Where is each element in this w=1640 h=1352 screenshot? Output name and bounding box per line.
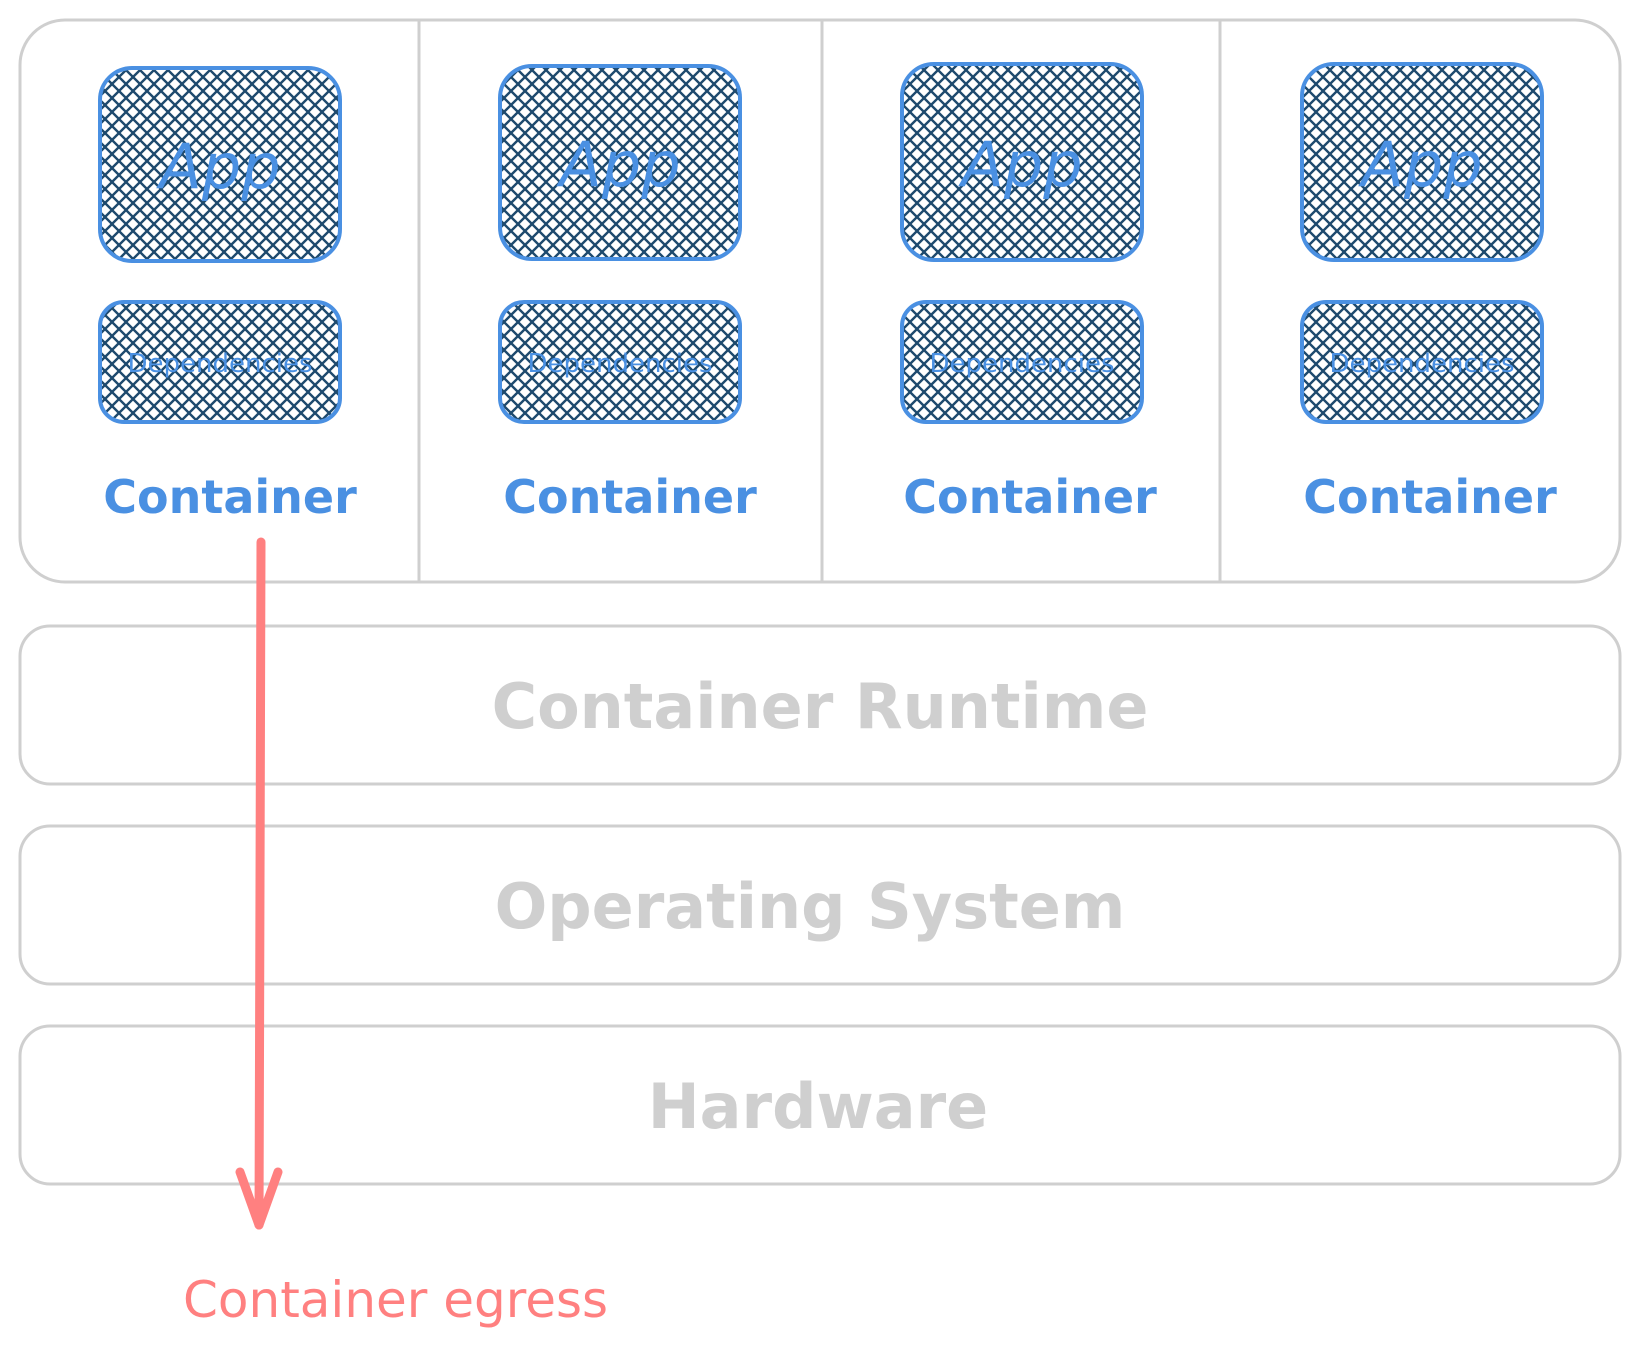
layer-label: Container Runtime	[492, 670, 1149, 743]
app-label: App	[155, 130, 280, 203]
arrow-head-icon	[235, 1167, 283, 1230]
app-label: App	[1357, 128, 1482, 201]
dependencies-box	[498, 300, 742, 424]
container: App Dependencies Container	[1300, 62, 1557, 524]
app-box	[1300, 62, 1544, 262]
layer-container-runtime: Container Runtime	[18, 624, 1622, 786]
layer-box	[18, 1024, 1622, 1186]
dependencies-label: Dependencies	[1329, 349, 1514, 379]
container: App Dependencies Container	[98, 66, 357, 524]
app-label: App	[957, 128, 1082, 201]
container-label: Container	[103, 470, 357, 524]
container-label: Container	[903, 470, 1157, 524]
layer-box	[18, 824, 1622, 986]
layer-operating-system: Operating System	[18, 824, 1622, 986]
dependencies-box	[1300, 300, 1544, 424]
layer-box	[18, 624, 1622, 786]
app-box	[98, 66, 342, 263]
dependencies-label: Dependencies	[929, 349, 1114, 379]
layer-hardware: Hardware	[18, 1024, 1622, 1186]
layer-label: Hardware	[648, 1070, 988, 1143]
dependencies-box	[900, 300, 1144, 424]
app-label: App	[555, 128, 680, 201]
layer-label: Operating System	[495, 870, 1126, 943]
containers-frame	[18, 18, 1622, 584]
dependencies-label: Dependencies	[127, 349, 312, 379]
app-box	[900, 62, 1144, 262]
app-box	[498, 64, 742, 261]
egress-arrow	[235, 537, 283, 1230]
container: App Dependencies Container	[900, 62, 1157, 524]
arrow-shaft	[254, 537, 266, 1230]
container-label: Container	[1303, 470, 1557, 524]
dependencies-box	[98, 300, 342, 424]
container-label: Container	[503, 470, 757, 524]
container: App Dependencies Container	[498, 64, 757, 524]
dependencies-label: Dependencies	[527, 349, 712, 379]
egress-label: Container egress	[183, 1271, 608, 1329]
containers-group	[18, 18, 1622, 584]
